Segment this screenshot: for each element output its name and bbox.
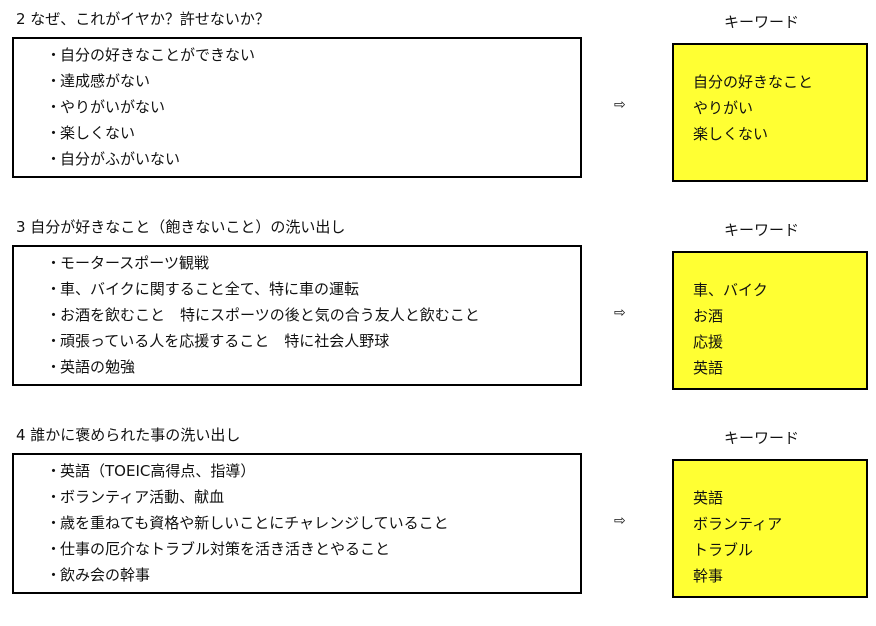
section-praise: 4 誰かに褒められた事の洗い出し キーワード ・英語（TOEIC高得点、指導） …: [0, 426, 876, 626]
keyword-item: 自分の好きなこと: [693, 73, 814, 91]
keyword-item: トラブル: [693, 541, 754, 559]
list-item: ・飲み会の幹事: [46, 566, 151, 584]
keyword-item: 車、バイク: [693, 281, 768, 299]
list-item: ・自分の好きなことができない: [46, 46, 256, 64]
keyword-label: キーワード: [724, 13, 800, 31]
praise-list-box: ・英語（TOEIC高得点、指導） ・ボランティア活動、献血 ・歳を重ねても資格や…: [12, 453, 582, 594]
keyword-item: やりがい: [693, 99, 754, 117]
reasons-list-box: ・自分の好きなことができない ・達成感がない ・やりがいがない ・楽しくない ・…: [12, 37, 582, 178]
list-item: ・英語（TOEIC高得点、指導）: [46, 462, 256, 480]
list-item: ・ボランティア活動、献血: [46, 488, 225, 506]
keyword-box: 自分の好きなこと やりがい 楽しくない: [672, 43, 868, 182]
section-why: 2 なぜ、これがイヤか？許せないか？ キーワード ・自分の好きなことができない …: [0, 10, 876, 210]
keyword-item: お酒: [693, 307, 724, 325]
keyword-item: 楽しくない: [693, 125, 769, 143]
keyword-box: 英語 ボランティア トラブル 幹事: [672, 459, 868, 598]
list-item: ・お酒を飲むこと 特にスポーツの後と気の合う友人と飲むこと: [46, 306, 480, 324]
section-title: 4 誰かに褒められた事の洗い出し: [16, 426, 241, 444]
keyword-item: 英語: [693, 359, 724, 377]
likes-list-box: ・モータースポーツ観戦 ・車、バイクに関すること全て、特に車の運転 ・お酒を飲む…: [12, 245, 582, 386]
keyword-label: キーワード: [724, 221, 800, 239]
keyword-box: 車、バイク お酒 応援 英語: [672, 251, 868, 390]
list-item: ・楽しくない: [46, 124, 136, 142]
section-title: 3 自分が好きなこと（飽きないこと）の洗い出し: [16, 218, 346, 236]
keyword-item: 幹事: [693, 567, 724, 585]
list-item: ・やりがいがない: [46, 98, 166, 116]
arrow-right-icon: ⇨: [614, 305, 626, 321]
list-item: ・頑張っている人を応援すること 特に社会人野球: [46, 332, 390, 350]
list-item: ・仕事の厄介なトラブル対策を活き活きとやること: [46, 540, 391, 558]
section-title: 2 なぜ、これがイヤか？許せないか？: [16, 10, 270, 28]
list-item: ・自分がふがいない: [46, 150, 181, 168]
keyword-label: キーワード: [724, 429, 800, 447]
list-item: ・車、バイクに関すること全て、特に車の運転: [46, 280, 359, 298]
section-likes: 3 自分が好きなこと（飽きないこと）の洗い出し キーワード ・モータースポーツ観…: [0, 218, 876, 418]
keyword-item: 英語: [693, 489, 724, 507]
list-item: ・英語の勉強: [46, 358, 136, 376]
list-item: ・達成感がない: [46, 72, 151, 90]
arrow-right-icon: ⇨: [614, 97, 626, 113]
keyword-item: ボランティア: [693, 515, 783, 533]
keyword-item: 応援: [693, 333, 724, 351]
list-item: ・歳を重ねても資格や新しいことにチャレンジしていること: [46, 514, 449, 532]
list-item: ・モータースポーツ観戦: [46, 254, 209, 272]
arrow-right-icon: ⇨: [614, 513, 626, 529]
